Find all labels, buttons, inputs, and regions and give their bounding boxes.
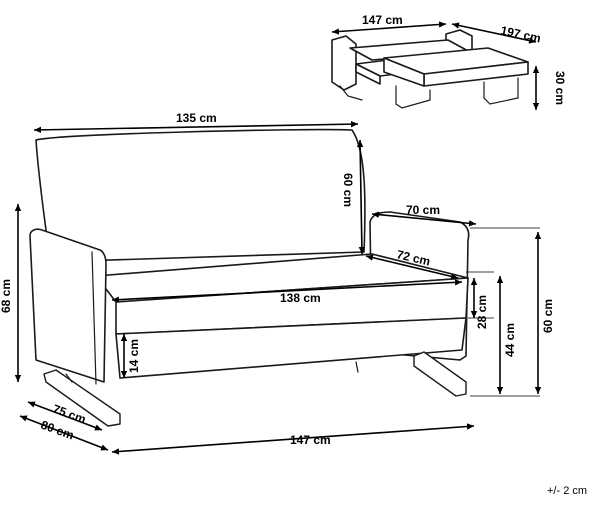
label-seat-width: 138 cm <box>280 291 321 305</box>
label-ground-clearance: 14 cm <box>127 339 141 373</box>
label-bed-height: 30 cm <box>553 71 567 105</box>
label-seat-height: 44 cm <box>503 323 517 357</box>
label-overall-height: 60 cm <box>541 299 555 333</box>
label-backrest-width: 135 cm <box>176 111 217 125</box>
dim-line-bed-width <box>331 21 447 35</box>
dim-line-seat-depth <box>365 254 459 280</box>
sofa-illustration <box>29 128 470 427</box>
dim-line-depth-outer <box>19 415 109 451</box>
dim-line-seat-width <box>111 279 463 303</box>
dim-line-bed-length <box>451 22 537 44</box>
label-seat-cushion-height: 28 cm <box>475 295 489 329</box>
dim-line-overall-width <box>111 423 475 455</box>
label-backrest-height: 60 cm <box>341 173 355 207</box>
label-armrest-depth: 70 cm <box>406 203 440 217</box>
bed-mode-illustration <box>331 29 529 109</box>
label-total-height: 68 cm <box>0 279 13 313</box>
dim-line-armrest-depth <box>371 211 477 227</box>
tolerance-note: +/- 2 cm <box>547 485 587 497</box>
label-bed-width: 147 cm <box>362 13 403 27</box>
dim-line-backrest-height <box>356 139 366 255</box>
label-overall-width: 147 cm <box>290 433 331 447</box>
label-bed-length: 197 cm <box>499 23 542 45</box>
dim-line-backrest-width <box>33 120 359 134</box>
